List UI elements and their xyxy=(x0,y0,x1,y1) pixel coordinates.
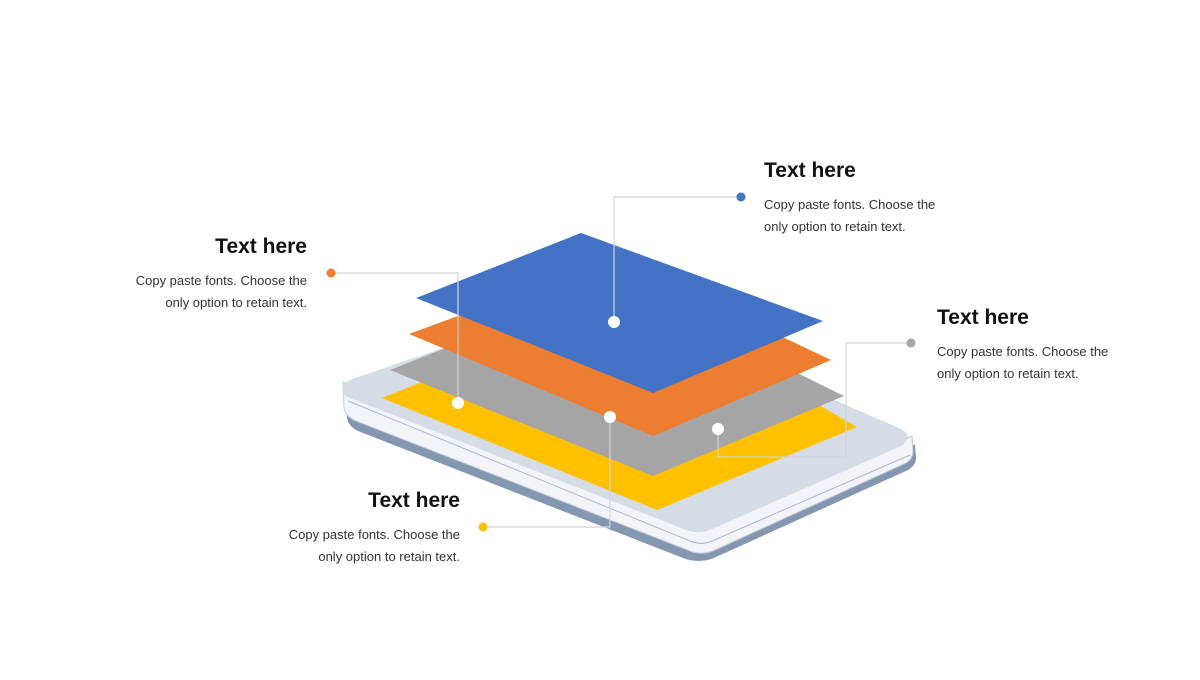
tablet-device-trim xyxy=(347,400,911,544)
callout-body: Copy paste fonts. Choose the only option… xyxy=(220,524,460,567)
connector-orange xyxy=(331,272,459,403)
dot-blue xyxy=(736,192,746,202)
connector-blue xyxy=(613,196,741,322)
anchor-orange xyxy=(452,397,464,409)
callout-yellow: Text here Copy paste fonts. Choose the o… xyxy=(220,488,460,567)
anchor-blue xyxy=(608,316,620,328)
callout-title: Text here xyxy=(215,235,307,258)
callout-body: Copy paste fonts. Choose the only option… xyxy=(67,270,307,313)
callout-body-line: Copy paste fonts. Choose the xyxy=(937,344,1109,359)
callout-body-line: Copy paste fonts. Choose the xyxy=(764,197,936,212)
connector-gray xyxy=(717,342,911,458)
callout-gray: Text here Copy paste fonts. Choose the o… xyxy=(937,305,1177,384)
tablet-device-side xyxy=(342,381,914,554)
connector-yellow xyxy=(483,417,611,528)
callout-body: Copy paste fonts. Choose the only option… xyxy=(764,194,1004,237)
anchor-yellow xyxy=(604,411,616,423)
callout-title: Text here xyxy=(368,489,460,512)
callout-body-line: only option to retain text. xyxy=(764,218,906,234)
callout-body-line: only option to retain text. xyxy=(937,365,1079,381)
callout-body-line: Copy paste fonts. Choose the xyxy=(135,273,307,288)
callout-title: Text here xyxy=(937,306,1029,329)
anchor-points xyxy=(452,316,724,435)
callout-body: Copy paste fonts. Choose the only option… xyxy=(937,341,1177,384)
dot-gray xyxy=(906,338,916,348)
anchor-gray xyxy=(712,423,724,435)
dot-orange xyxy=(326,268,336,278)
callout-body-line: Copy paste fonts. Choose the xyxy=(288,527,460,542)
callout-orange: Text here Copy paste fonts. Choose the o… xyxy=(67,234,307,313)
callout-title: Text here xyxy=(764,159,856,182)
callout-body-line: only option to retain text. xyxy=(165,294,307,310)
callout-body-line: only option to retain text. xyxy=(318,548,460,564)
layer-blue xyxy=(416,233,823,393)
connector-lines xyxy=(331,196,911,528)
dot-yellow xyxy=(478,522,488,532)
callout-blue: Text here Copy paste fonts. Choose the o… xyxy=(764,158,1004,237)
